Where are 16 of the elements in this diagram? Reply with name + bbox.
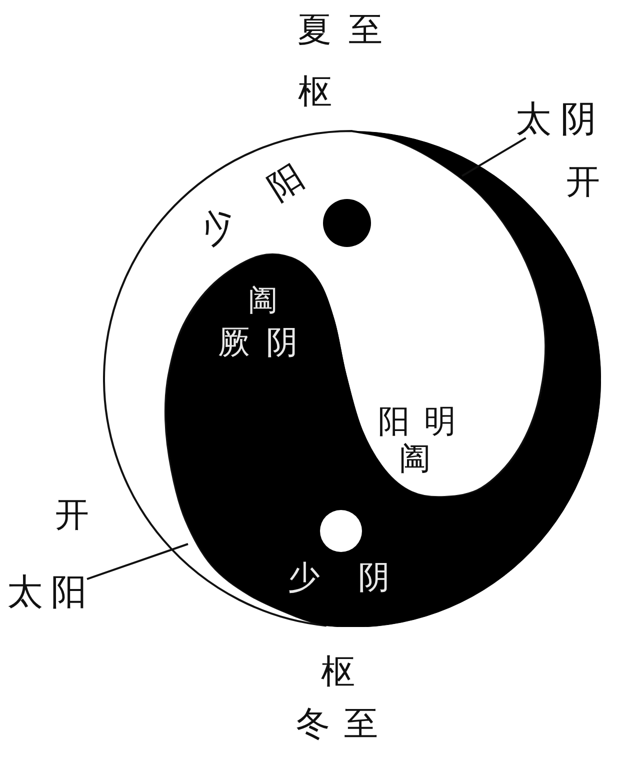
function-label: 枢 [321, 655, 355, 689]
channel-label: 太阴 [516, 102, 596, 138]
solar-term-label: 夏至 [298, 13, 382, 47]
function-label: 阖 [398, 442, 431, 474]
channel-label: 太阳 [7, 575, 87, 611]
function-label: 开 [566, 165, 600, 199]
channel-label: 阳明 [378, 405, 456, 437]
function-label: 阖 [248, 286, 278, 316]
channel-label: 少阴 [288, 560, 390, 593]
solar-term-label: 冬至 [296, 707, 378, 741]
channel-label: 厥阴 [218, 326, 298, 358]
channel-label: 少阳 [194, 159, 310, 249]
function-label: 枢 [298, 75, 332, 109]
function-label: 开 [55, 498, 89, 532]
leader-line [86, 543, 188, 580]
leader-line [461, 137, 526, 177]
